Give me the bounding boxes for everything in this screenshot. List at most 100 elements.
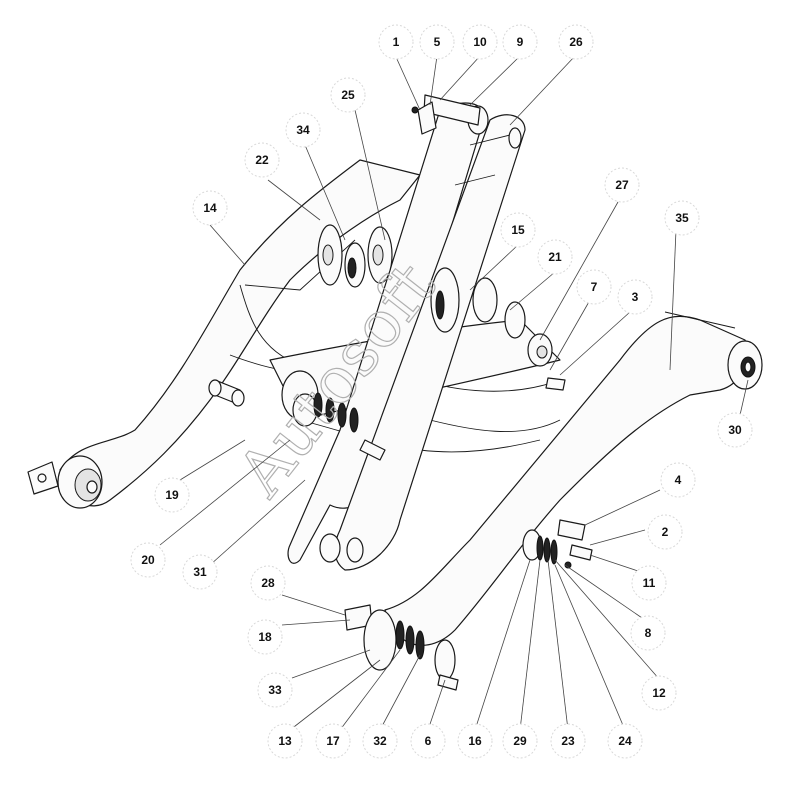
- callout-circle: [647, 514, 683, 550]
- callout-label: 35: [675, 211, 689, 225]
- callout-label: 13: [278, 734, 292, 748]
- callout-label: 6: [425, 734, 432, 748]
- callout-label: 31: [193, 565, 207, 579]
- callout-16: 16: [457, 723, 493, 759]
- callout-label: 22: [255, 153, 269, 167]
- callout-circle: [550, 723, 586, 759]
- callout-label: 29: [513, 734, 527, 748]
- callout-circle: [617, 279, 653, 315]
- callout-14: 14: [192, 190, 228, 226]
- callout-label: 15: [511, 223, 525, 237]
- callout-label: 3: [632, 290, 639, 304]
- callout-label: 20: [141, 553, 155, 567]
- callout-label: 21: [548, 250, 562, 264]
- lower-left-spring-stack: [281, 370, 386, 461]
- callout-27: 27: [604, 167, 640, 203]
- callout-circle: [250, 565, 286, 601]
- callout-33: 33: [257, 672, 293, 708]
- callout-circle: [717, 412, 753, 448]
- callout-label: 23: [561, 734, 575, 748]
- callout-9: 9: [502, 24, 538, 60]
- callout-label: 11: [643, 576, 656, 590]
- callout-circle: [244, 142, 280, 178]
- left-disc-washers: [317, 224, 393, 288]
- left-boom-arm: [59, 159, 421, 507]
- callout-17: 17: [315, 723, 351, 759]
- assembly-drawing: [27, 94, 763, 691]
- callout-label: 17: [326, 734, 340, 748]
- callout-7: 7: [576, 269, 612, 305]
- callout-label: 26: [569, 35, 583, 49]
- callout-label: 14: [203, 201, 217, 215]
- callout-12: 12: [641, 675, 677, 711]
- callout-circle: [330, 77, 366, 113]
- callout-circle: [457, 723, 493, 759]
- callout-label: 28: [261, 576, 275, 590]
- callout-circle: [502, 723, 538, 759]
- callout-circle: [500, 212, 536, 248]
- callout-10: 10: [462, 24, 498, 60]
- callout-25: 25: [330, 77, 366, 113]
- callout-circle: [362, 723, 398, 759]
- callout-label: 24: [618, 734, 632, 748]
- callout-circle: [576, 269, 612, 305]
- callout-label: 30: [728, 423, 742, 437]
- callout-label: 9: [517, 35, 524, 49]
- callout-label: 12: [652, 686, 666, 700]
- callout-label: 1: [393, 35, 400, 49]
- callout-2: 2: [647, 514, 683, 550]
- callout-19: 19: [154, 477, 190, 513]
- callout-5: 5: [419, 24, 455, 60]
- callout-30: 30: [717, 412, 753, 448]
- callout-32: 32: [362, 723, 398, 759]
- callout-label: 25: [341, 88, 355, 102]
- callout-label: 16: [468, 734, 482, 748]
- callout-circle: [257, 672, 293, 708]
- callout-1: 1: [378, 24, 414, 60]
- callout-23: 23: [550, 723, 586, 759]
- callout-28: 28: [250, 565, 286, 601]
- callout-3: 3: [617, 279, 653, 315]
- callout-circle: [154, 477, 190, 513]
- callout-circle: [410, 723, 446, 759]
- callout-26: 26: [558, 24, 594, 60]
- callout-13: 13: [267, 723, 303, 759]
- callout-29: 29: [502, 723, 538, 759]
- callout-circle: [378, 24, 414, 60]
- callout-8: 8: [630, 615, 666, 651]
- callout-circle: [315, 723, 351, 759]
- callout-21: 21: [537, 239, 573, 275]
- callout-circle: [267, 723, 303, 759]
- callout-label: 4: [675, 473, 682, 487]
- callout-circle: [502, 24, 538, 60]
- callout-circle: [607, 723, 643, 759]
- callout-circle: [285, 112, 321, 148]
- callout-label: 32: [373, 734, 387, 748]
- callout-circle: [192, 190, 228, 226]
- callout-label: 8: [645, 626, 652, 640]
- callout-circle: [641, 675, 677, 711]
- callout-label: 33: [268, 683, 282, 697]
- callout-20: 20: [130, 542, 166, 578]
- callout-31: 31: [182, 554, 218, 590]
- callout-circle: [130, 542, 166, 578]
- callout-11: 11: [631, 565, 667, 601]
- central-disc-washers: [430, 267, 566, 391]
- callout-circle: [604, 167, 640, 203]
- callout-circle: [182, 554, 218, 590]
- callout-circle: [462, 24, 498, 60]
- callout-label: 2: [662, 525, 669, 539]
- callout-label: 19: [165, 488, 179, 502]
- callout-circle: [664, 200, 700, 236]
- callout-circle: [419, 24, 455, 60]
- right-end-bushing: [727, 340, 763, 390]
- left-pin: [208, 379, 245, 407]
- callout-label: 7: [591, 280, 598, 294]
- callout-circle: [558, 24, 594, 60]
- callout-circle: [247, 619, 283, 655]
- callout-label: 18: [258, 630, 272, 644]
- top-pin-assembly: [411, 94, 481, 135]
- callout-label: 5: [434, 35, 441, 49]
